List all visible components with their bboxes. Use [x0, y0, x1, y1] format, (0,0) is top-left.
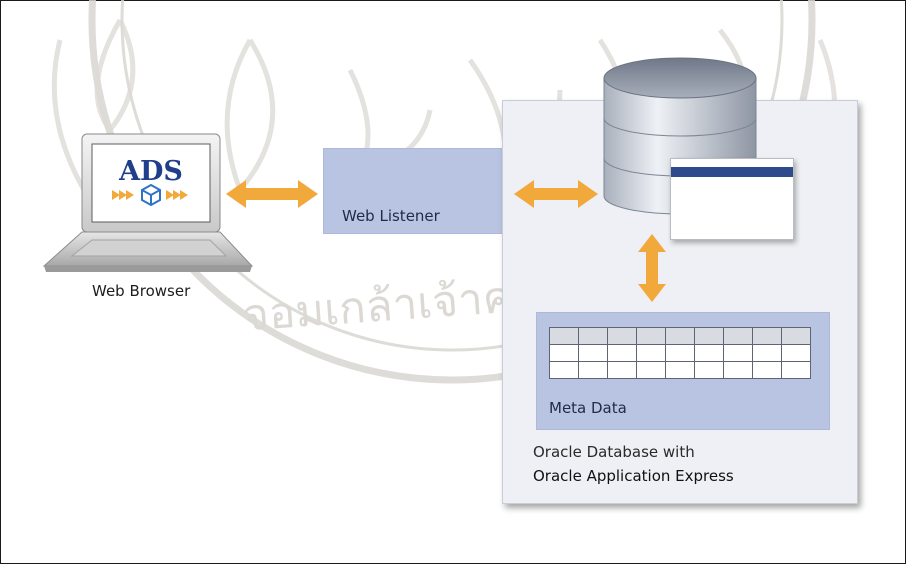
- arrow-browser-listener: [226, 180, 318, 208]
- metadata-grid-cell: [549, 327, 579, 345]
- cube-icon: [141, 183, 161, 207]
- metadata-grid-cell: [781, 361, 811, 379]
- web-listener-label: Web Listener: [342, 207, 440, 225]
- arrow-database-metadata: [638, 234, 666, 302]
- window-title-bar: [671, 167, 793, 177]
- metadata-grid-row: [549, 344, 811, 362]
- arrow-listener-database: [514, 180, 598, 208]
- metadata-grid-cell: [578, 327, 608, 345]
- web-browser-label: Web Browser: [92, 282, 191, 300]
- metadata-grid-row: [549, 327, 811, 345]
- metadata-grid-cell: [665, 327, 695, 345]
- database-caption-line1: Oracle Database with: [533, 443, 695, 461]
- metadata-grid: [549, 327, 811, 379]
- web-listener-box: Web Listener: [323, 148, 515, 234]
- ads-logo-chevrons: [112, 190, 188, 200]
- metadata-box: Meta Data: [536, 312, 830, 430]
- ads-logo-text: ADS: [118, 156, 183, 187]
- metadata-grid-row: [549, 361, 811, 379]
- application-window-icon: [670, 158, 794, 240]
- metadata-grid-cell: [752, 327, 782, 345]
- database-caption-line2: Oracle Application Express: [533, 467, 734, 485]
- metadata-label: Meta Data: [549, 399, 627, 417]
